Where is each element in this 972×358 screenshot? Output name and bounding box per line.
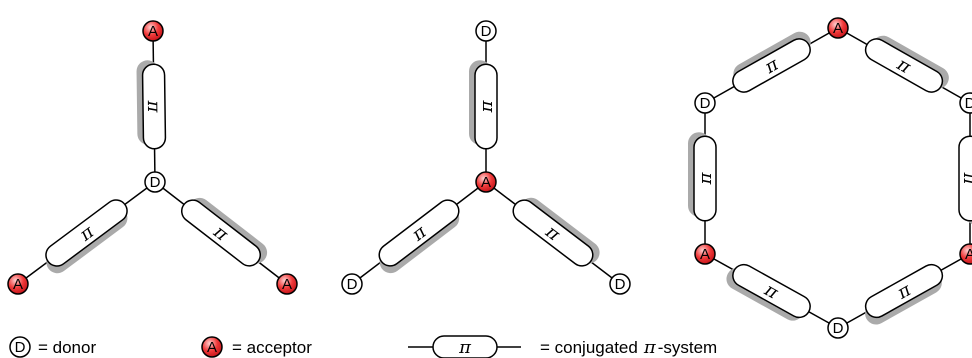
structure2-pi-bridge-0-pill	[474, 63, 498, 150]
structure3-node-acceptor-4-label: A	[700, 246, 710, 263]
structure2-arm-donor-1-label: D	[347, 276, 358, 293]
structure3-pi-bridge-2-pill	[864, 263, 944, 319]
structure3-node-donor-5-circle	[694, 92, 716, 114]
structure3-node-acceptor-0-circle	[827, 17, 849, 39]
legend-donor-text: = donor	[38, 338, 96, 357]
structure2-pi-bridge-0-symbol: π	[476, 99, 497, 113]
structure1-pi-bridge-1-pill	[45, 199, 128, 267]
structure2-arm-donor-1: D	[341, 273, 363, 295]
structure2-core-acceptor-label: A	[481, 174, 491, 191]
structure3-node-donor-1-circle	[959, 92, 972, 114]
structure3-pi-bridge-4-symbol: π	[695, 171, 716, 185]
structure1-arm-acceptor-0-label: A	[148, 23, 158, 40]
structure2-core-acceptor-circle	[475, 171, 497, 193]
structure3-pi-bridge-4: π	[688, 132, 717, 222]
structure3-node-acceptor-4-circle	[694, 243, 716, 265]
structure2-pi-bridge-1-pill	[378, 199, 460, 267]
structure2-arm-donor-0-circle	[475, 20, 497, 42]
structure1-core-donor-circle	[144, 171, 166, 193]
structure1-core-donor-label: D	[150, 174, 161, 191]
structure3-pi-bridge-2: π	[864, 263, 944, 325]
structure3-node-donor-5-label: D	[700, 95, 711, 112]
structure1-pi-bridge-2: π	[180, 197, 268, 267]
structure2-arm-donor-2: D	[609, 273, 631, 295]
structure3-node-acceptor-4: A	[694, 243, 716, 265]
legend-donor-symbol: D	[15, 339, 26, 356]
legend-acceptor-circle	[201, 336, 223, 358]
structure2-arm-donor-2-label: D	[615, 276, 626, 293]
legend-bridge-symbol: π	[458, 337, 472, 358]
structure1-pi-bridge-0: π	[136, 60, 167, 150]
structure1-arm-acceptor-0-circle	[142, 20, 164, 42]
structure3-node-donor-1-label: D	[965, 95, 972, 112]
structure3-node-donor-1: D	[959, 92, 972, 114]
structure1-pi-bridge-0-symbol: π	[143, 99, 164, 113]
structure3-pi-bridge-1-symbol: π	[959, 172, 972, 186]
structure2-arm-donor-0-label: D	[481, 23, 492, 40]
structure3-pi-bridge-0: π	[864, 35, 949, 93]
structure3-pi-bridge-4-pill	[693, 135, 717, 222]
structure1-arm-acceptor-0: A	[142, 20, 164, 42]
structure1-arm-acceptor-1: A	[7, 273, 29, 295]
legend-donor: D = donor	[9, 336, 96, 358]
structure3-pi-bridge-5-pill	[732, 38, 811, 93]
structure3-node-acceptor-2-circle	[959, 243, 972, 265]
structure3-node-acceptor-0-label: A	[833, 20, 843, 37]
structure3-pi-bridge-0-pill	[864, 38, 944, 93]
structure3-node-acceptor-2-label: A	[965, 246, 972, 263]
legend-acceptor: A = acceptor	[201, 336, 312, 358]
structure2-pi-bridge-0: π	[469, 60, 498, 150]
structure1-arm-acceptor-1-circle	[7, 273, 29, 295]
structure3-node-donor-3-circle	[827, 317, 849, 339]
legend-acceptor-symbol: A	[207, 339, 217, 356]
structure1-arm-acceptor-1-label: A	[13, 276, 23, 293]
structure1-arm-acceptor-2-circle	[276, 273, 298, 295]
structure3-pi-bridge-3: π	[726, 263, 811, 321]
legend-donor-circle	[9, 336, 31, 358]
structure1-pi-bridge-0-pill	[141, 63, 167, 150]
structure3-pi-bridge-5: π	[732, 31, 811, 93]
structure2-arm-donor-2-circle	[609, 273, 631, 295]
structure2-pi-bridge-2-pill	[512, 199, 594, 267]
structure1-core-donor: D	[144, 171, 166, 193]
structure1-pi-bridge-1: π	[45, 199, 128, 274]
structure3-pi-bridge-3-pill	[732, 263, 811, 319]
structure2-pi-bridge-2: π	[512, 197, 600, 267]
structure1-arm-acceptor-2-label: A	[282, 276, 292, 293]
structure3-node-donor-5: D	[694, 92, 716, 114]
structure3-node-acceptor-2: A	[959, 243, 972, 265]
structure3-pi-bridge-1-pill	[958, 135, 972, 222]
structure3-node-acceptor-0: A	[827, 17, 849, 39]
structure3-node-donor-3-label: D	[833, 320, 844, 337]
structure3-pi-bridge-1: π	[958, 135, 972, 225]
legend-acceptor-text: = acceptor	[232, 338, 312, 357]
structure2-core-acceptor: A	[475, 171, 497, 193]
structure2-arm-donor-1-circle	[341, 273, 363, 295]
structure1-arm-acceptor-2: A	[276, 273, 298, 295]
structure2-arm-donor-0: D	[475, 20, 497, 42]
structure1-pi-bridge-2-pill	[180, 199, 262, 267]
structure3-node-donor-3: D	[827, 317, 849, 339]
structure2-pi-bridge-1: π	[378, 199, 460, 274]
